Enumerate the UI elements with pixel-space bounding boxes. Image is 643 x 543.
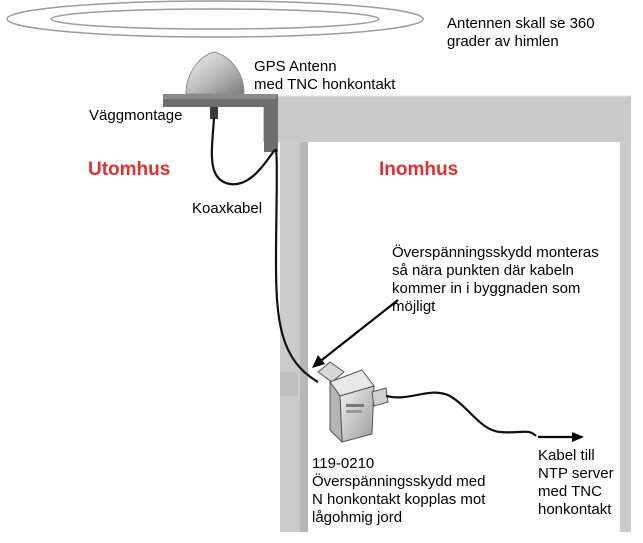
wall-bracket-icon: [163, 94, 278, 152]
coax-label: Koaxkabel: [192, 200, 263, 217]
building-wall: [263, 95, 631, 532]
sky-view-label: Antennen skall se 360 grader av himlen: [447, 15, 595, 50]
note-pointer-arrow: [312, 299, 399, 368]
gps-antenna-label: GPS Antenn med TNC honkontakt: [254, 58, 396, 93]
cable-out-label: Kabel till NTP server med TNC honkontakt: [538, 447, 614, 518]
arrow-icon: [538, 432, 584, 442]
gps-antenna-dome-icon: [185, 51, 245, 119]
surge-note-label: Överspänningsskydd monteras så nära punk…: [392, 244, 599, 315]
sky-view-rings: [6, 0, 424, 38]
wall-mount-label: Väggmontage: [89, 107, 183, 124]
outdoor-label: Utomhus: [88, 159, 171, 180]
surge-protector-icon: [317, 361, 389, 444]
indoor-label: Inomhus: [379, 159, 459, 180]
coax-cable: [210, 117, 319, 383]
protector-label: 119-0210 Överspänningsskydd med N honkon…: [312, 455, 486, 526]
cable-to-ntp: [385, 391, 537, 437]
